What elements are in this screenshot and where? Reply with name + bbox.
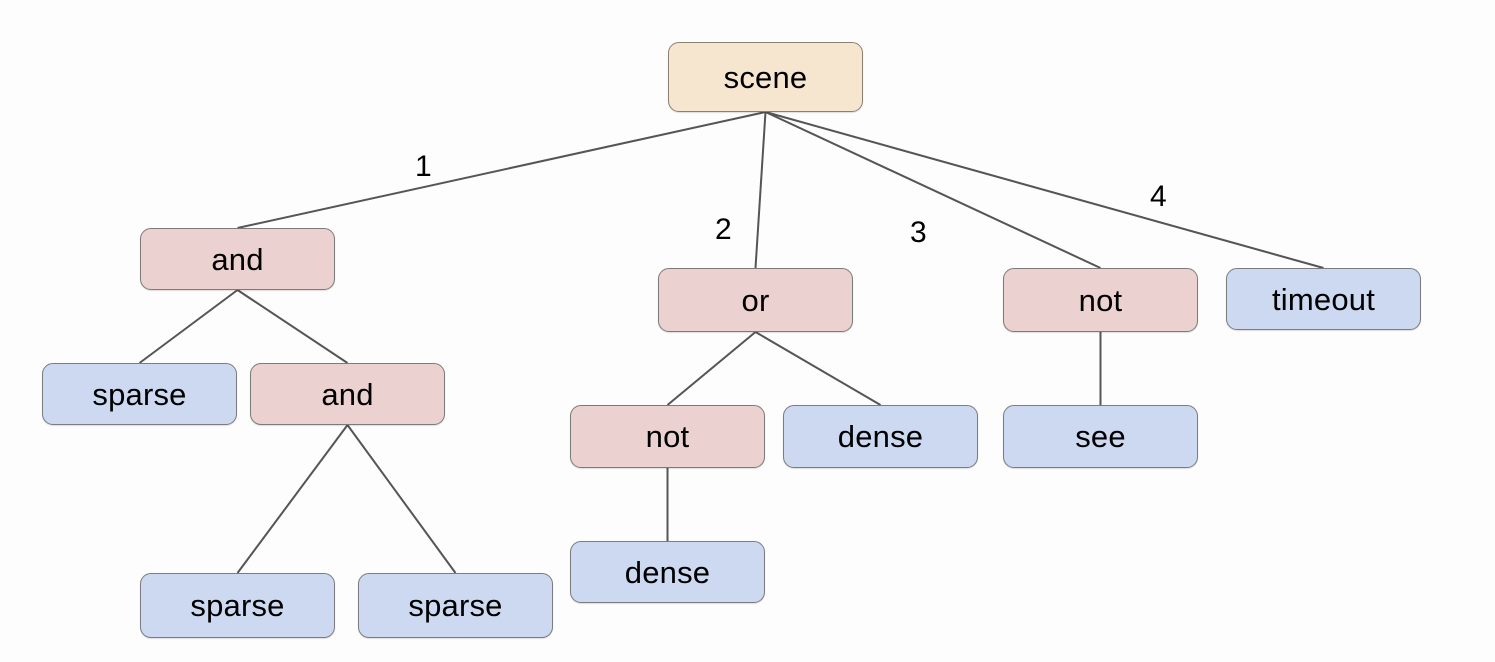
tree-node-and1[interactable]: and: [140, 228, 335, 290]
tree-node-label: not: [1078, 282, 1123, 318]
tree-node-timeout1[interactable]: timeout: [1226, 268, 1421, 330]
tree-node-label: and: [211, 241, 264, 277]
tree-node-label: sparse: [408, 588, 503, 623]
tree-edge-scene-or1: [754, 111, 767, 269]
tree-node-label: sparse: [190, 588, 285, 623]
tree-node-label: timeout: [1271, 281, 1376, 317]
tree-edge-scene-timeout1: [765, 111, 1324, 269]
tree-node-and2[interactable]: and: [250, 363, 445, 425]
tree-node-label: see: [1075, 419, 1126, 454]
edge-label-scene-not2: 3: [910, 216, 927, 249]
tree-edge-scene-not2: [765, 111, 1101, 269]
tree-node-sparse3[interactable]: sparse: [358, 573, 553, 638]
tree-node-label: sparse: [92, 376, 187, 412]
tree-node-label: or: [741, 282, 770, 318]
tree-node-see1[interactable]: see: [1003, 405, 1198, 468]
tree-node-not2[interactable]: not: [1003, 268, 1198, 332]
tree-edge-and2-sparse3: [346, 424, 457, 574]
tree-node-not1[interactable]: not: [570, 405, 765, 468]
tree-node-sparse2[interactable]: sparse: [140, 573, 335, 638]
edge-label-scene-or1: 2: [715, 213, 732, 246]
tree-node-label: and: [321, 376, 374, 412]
tree-node-scene[interactable]: scene: [668, 42, 863, 112]
tree-node-or1[interactable]: or: [658, 268, 853, 332]
tree-node-label: not: [645, 419, 690, 454]
tree-node-dense2[interactable]: dense: [570, 541, 765, 603]
tree-edge-and1-and2: [236, 289, 349, 364]
edge-label-scene-timeout1: 4: [1150, 180, 1167, 213]
tree-edge-and1-sparse1: [138, 289, 239, 364]
tree-edge-and2-sparse2: [236, 424, 349, 574]
tree-node-label: scene: [723, 59, 808, 95]
tree-node-dense1[interactable]: dense: [783, 405, 978, 468]
tree-node-sparse1[interactable]: sparse: [42, 363, 237, 425]
edge-label-scene-and1: 1: [415, 150, 432, 183]
tree-edge-or1-dense1: [754, 331, 882, 406]
tree-node-label: dense: [624, 554, 711, 590]
tree-node-label: dense: [837, 419, 924, 454]
tree-edge-or1-not1: [666, 331, 757, 406]
tree-edge-scene-and1: [237, 111, 766, 229]
